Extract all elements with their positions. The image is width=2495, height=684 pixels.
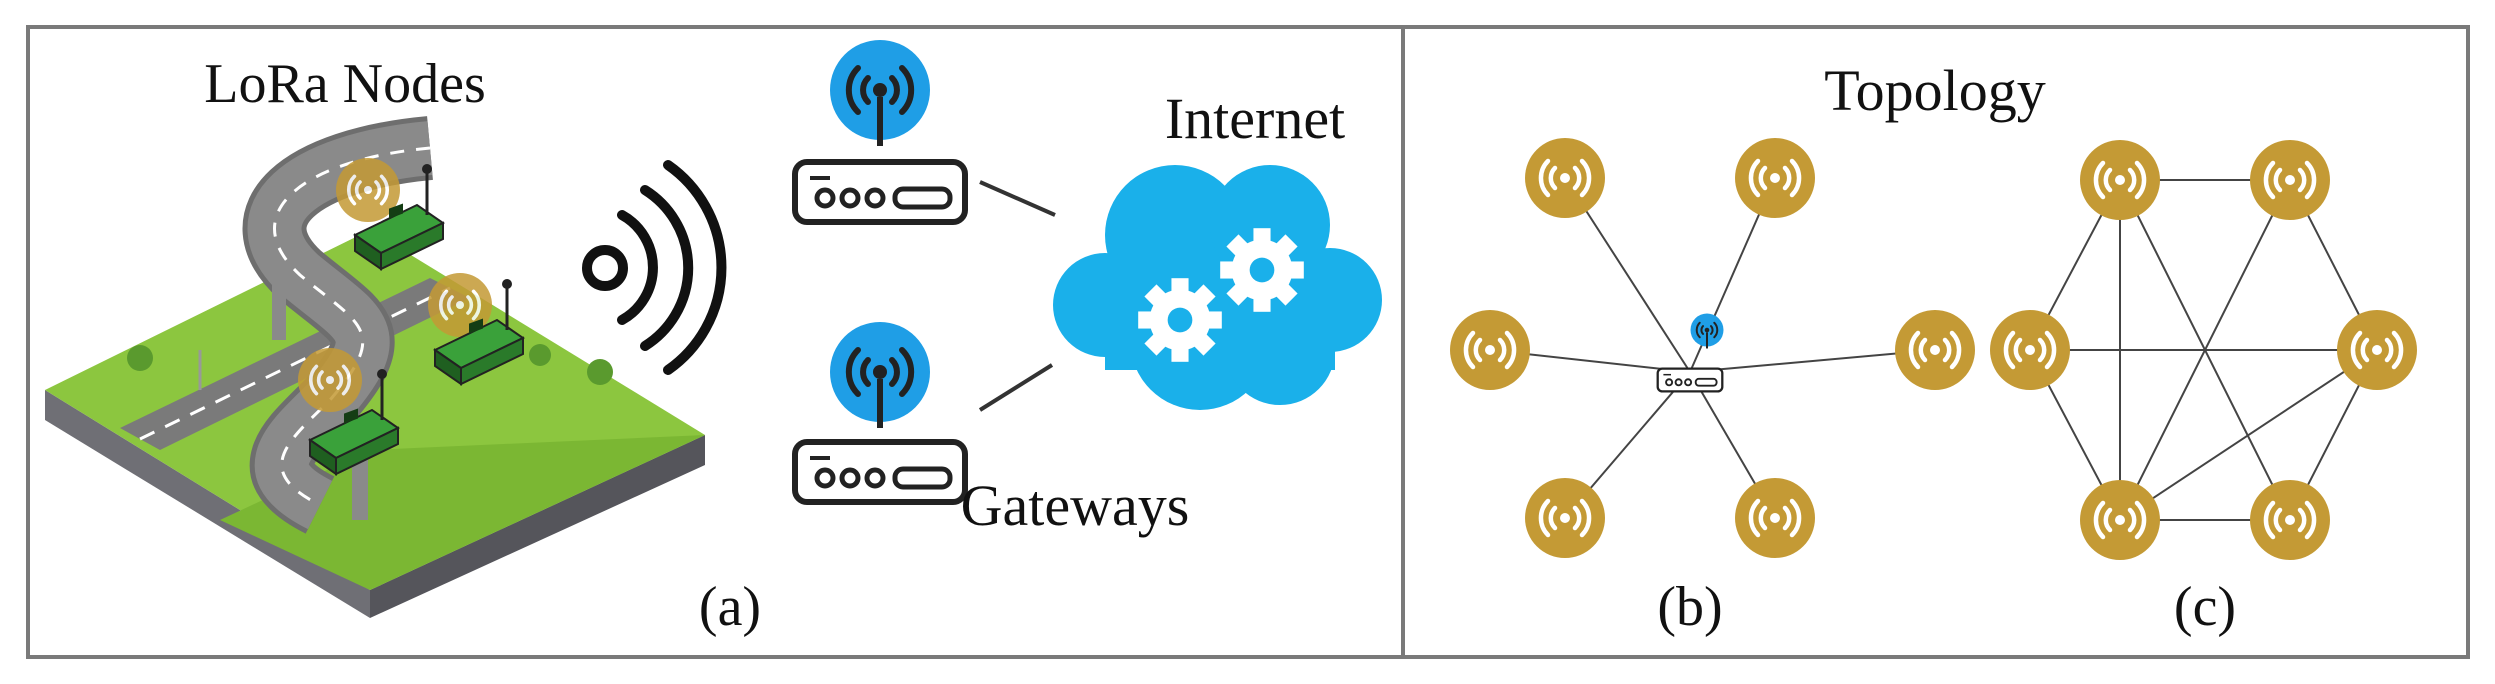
lora-node-icon [1735,478,1815,558]
topology-label: Topology [1824,58,2046,123]
link-bottom-gateway-cloud [978,363,1054,412]
lora-node-icon [1735,138,1815,218]
panel-a-caption: (a) [699,576,761,638]
gateway-bottom [795,322,965,502]
link-top-gateway-cloud [979,180,1056,217]
radio-wave-icon [582,160,727,375]
antenna-signal-icon [830,40,930,146]
gateways-label: Gateways [961,473,1190,538]
panel-c-caption: (c) [2174,576,2236,638]
gateway-top [795,40,965,222]
figure-frame [26,25,2470,659]
gateway-router-icon [795,442,965,502]
lora-node-icon [1525,478,1605,558]
internet-label: Internet [1165,86,1345,151]
lora-node-icon [1990,310,2070,390]
mesh-link [2119,349,2378,521]
lora-nodes-label: LoRa Nodes [204,53,486,115]
lora-node-icon [2080,140,2160,220]
lora-node-icon [2250,140,2330,220]
lora-node-icon [1450,310,1530,390]
star-link [1689,349,1936,373]
lora-node-icon [2337,310,2417,390]
terrain-illustration [45,116,705,618]
gateway-router-icon [795,162,965,222]
antenna-signal-icon [830,322,930,428]
lora-node-icon [2080,480,2160,560]
cloud-gears-icon [1053,165,1382,410]
panel-b-star-topology: (b) [1450,138,1975,638]
star-gateway [1656,312,1725,393]
lora-node-icon [1525,138,1605,218]
panel-b-caption: (b) [1657,576,1722,638]
panel-c-mesh-topology: (c) [1990,140,2417,638]
gateway-router-icon [1656,367,1724,393]
lora-node-icon [1895,310,1975,390]
antenna-signal-icon [1689,312,1725,350]
panel-a: LoRa Nodes [45,40,1382,638]
lora-node-icon [2250,480,2330,560]
